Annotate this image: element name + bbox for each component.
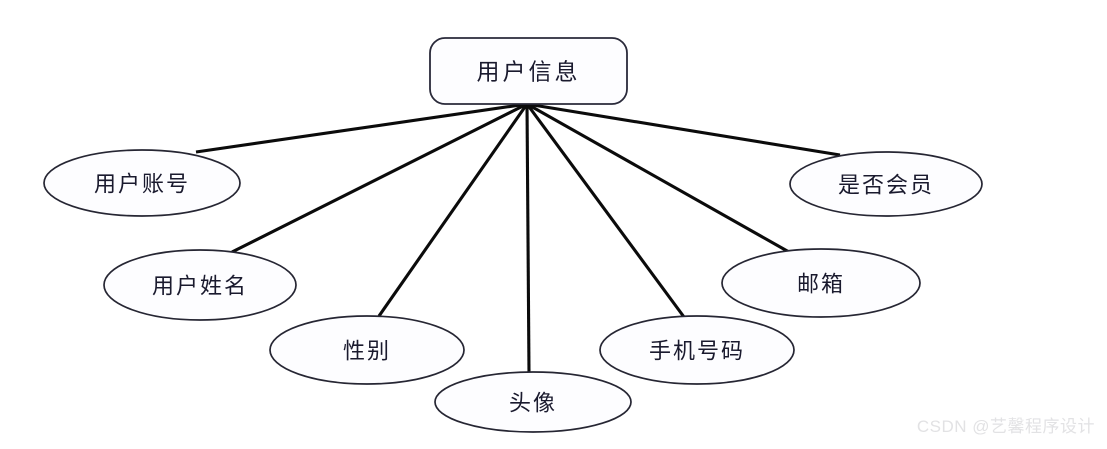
attribute-node-gender-label: 性别 (343, 339, 391, 364)
attribute-node-is-member-label: 是否会员 (838, 173, 934, 198)
entity-node-group[interactable]: 用户信息 (429, 37, 628, 105)
attribute-node-avatar-label: 头像 (509, 391, 557, 416)
attribute-node-phone-number[interactable]: 手机号码 (599, 315, 795, 385)
attribute-node-user-account-label: 用户账号 (94, 172, 190, 197)
connector-line-avatar (525, 103, 531, 373)
attribute-node-gender-shape[interactable] (269, 315, 465, 385)
attribute-node-phone-number-label: 手机号码 (649, 339, 745, 364)
entity-node-user-info-shape[interactable] (429, 37, 628, 105)
attribute-node-gender[interactable]: 性别 (269, 315, 465, 385)
attribute-node-avatar[interactable]: 头像 (434, 371, 632, 433)
connector-line-phone-number (525, 103, 686, 318)
connector-lines-group (195, 102, 841, 373)
attribute-node-email-shape[interactable] (721, 248, 921, 318)
attribute-node-email[interactable]: 邮箱 (721, 248, 921, 318)
attribute-node-avatar-shape[interactable] (434, 371, 632, 433)
connector-line-gender (377, 103, 529, 317)
attribute-node-user-account[interactable]: 用户账号 (43, 149, 241, 217)
attribute-node-user-name-label: 用户姓名 (152, 274, 248, 299)
attribute-node-is-member-shape[interactable] (789, 151, 983, 217)
attribute-node-user-name-shape[interactable] (103, 249, 297, 321)
connector-line-user-account (195, 102, 528, 154)
attribute-node-user-name[interactable]: 用户姓名 (103, 249, 297, 321)
attribute-node-phone-number-shape[interactable] (599, 315, 795, 385)
connector-line-is-member (526, 102, 841, 157)
entity-node-user-info-label: 用户信息 (477, 60, 581, 85)
attribute-node-user-account-shape[interactable] (43, 149, 241, 217)
csdn-watermark: CSDN @艺馨程序设计 (916, 417, 1095, 436)
connector-line-user-name (231, 102, 528, 254)
attribute-node-is-member[interactable]: 是否会员 (789, 151, 983, 217)
connector-line-email (526, 102, 790, 254)
attribute-node-email-label: 邮箱 (797, 272, 845, 297)
